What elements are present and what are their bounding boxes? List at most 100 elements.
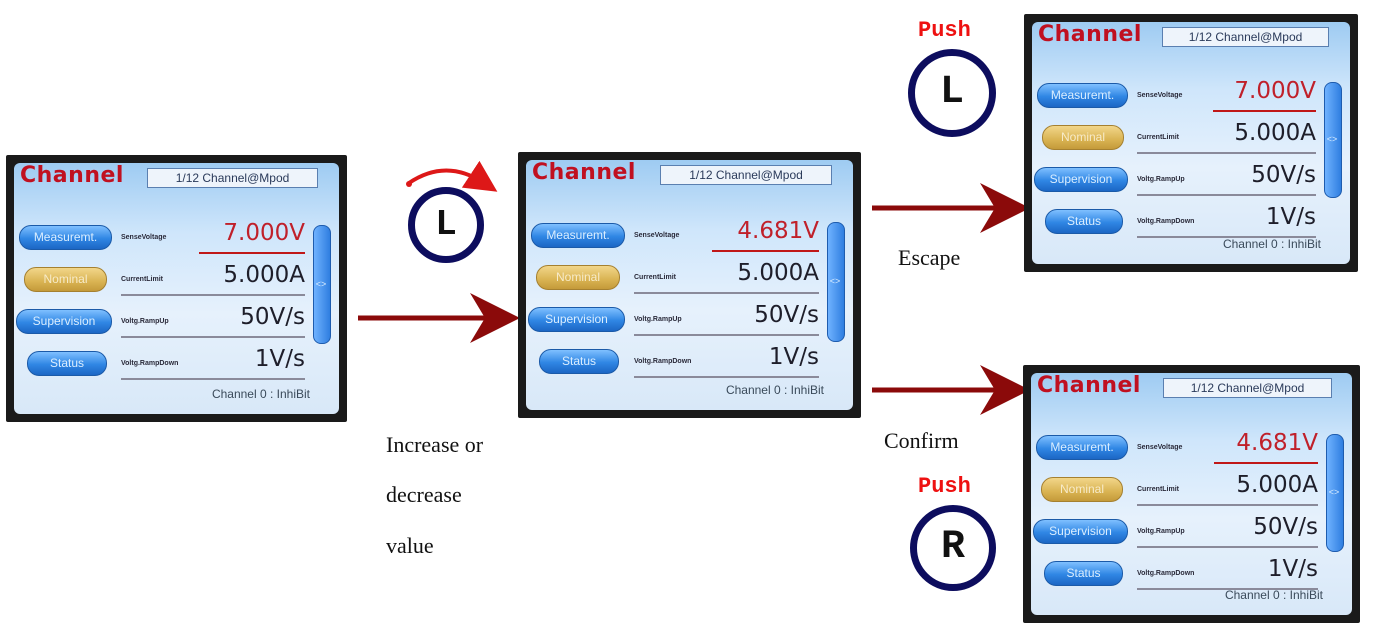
rampup-value: 50V/s [754,302,819,328]
rampdown-label: Voltg.RampDown [634,358,692,365]
rampdown-value: 1V/s [768,344,819,370]
measurement-button[interactable]: Measuremt. [531,223,625,248]
lcd-display: Channel 1/12 Channel@Mpod Measuremt. Sen… [1032,22,1350,264]
nominal-button[interactable]: Nominal [1041,477,1123,502]
current-limit-value: 5.000A [1234,120,1316,146]
channel-indicator: 1/12 Channel@Mpod [1162,27,1329,47]
rampup-label: Voltg.RampUp [1137,176,1185,183]
sense-voltage-label: SenseVoltage [1137,444,1183,451]
current-limit-label: CurrentLimit [634,274,676,281]
rampdown-underline [1137,236,1316,238]
rampup-underline [634,334,819,336]
channel-indicator: 1/12 Channel@Mpod [1163,378,1332,398]
supervision-button[interactable]: Supervision [1034,167,1128,192]
current-limit-underline [121,294,305,296]
status-footer: Channel 0 : InhiBit [211,387,310,401]
scrollbar[interactable]: <> [827,222,845,342]
channel-indicator: 1/12 Channel@Mpod [660,165,832,185]
nominal-button[interactable]: Nominal [1042,125,1124,150]
sense-voltage-underline [199,252,305,254]
scrollbar[interactable]: <> [313,225,331,344]
sense-voltage-label: SenseVoltage [121,234,167,241]
measurement-button[interactable]: Measuremt. [1036,435,1128,460]
current-limit-value: 5.000A [223,262,305,288]
sense-voltage-underline [1214,462,1318,464]
rampdown-label: Voltg.RampDown [121,360,179,367]
sense-voltage-value: 4.681V [1236,430,1318,456]
nominal-button[interactable]: Nominal [24,267,107,292]
current-limit-value: 5.000A [737,260,819,286]
knob-l-rotate-icon: L [408,187,484,263]
rampdown-label: Voltg.RampDown [1137,218,1195,225]
rampup-label: Voltg.RampUp [1137,528,1185,535]
screen-confirm: Channel 1/12 Channel@Mpod Measuremt. Sen… [1023,365,1360,623]
sense-voltage-underline [1213,110,1316,112]
supervision-button[interactable]: Supervision [16,309,112,334]
current-limit-underline [1137,504,1318,506]
label-increase: Increase or [386,432,484,457]
rampup-underline [1137,546,1318,548]
measurement-button[interactable]: Measuremt. [1037,83,1128,108]
label-decrease: decrease [386,482,462,507]
rampup-value: 50V/s [240,304,305,330]
lcd-display: Channel 1/12 Channel@Mpod Measuremt. Sen… [14,163,339,414]
current-limit-label: CurrentLimit [121,276,163,283]
scroll-arrows-icon: <> [1328,487,1340,497]
sense-voltage-label: SenseVoltage [1137,92,1183,99]
supervision-button[interactable]: Supervision [1033,519,1128,544]
rampup-label: Voltg.RampUp [121,318,169,325]
status-button[interactable]: Status [1044,561,1123,586]
nominal-button[interactable]: Nominal [536,265,620,290]
screen-escape: Channel 1/12 Channel@Mpod Measuremt. Sen… [1024,14,1358,272]
rampup-underline [1137,194,1316,196]
sense-voltage-value: 7.000V [1234,78,1316,104]
rampdown-value: 1V/s [1265,204,1316,230]
current-limit-label: CurrentLimit [1137,134,1179,141]
rampup-label: Voltg.RampUp [634,316,682,323]
rampdown-underline [121,378,305,380]
current-limit-label: CurrentLimit [1137,486,1179,493]
rampdown-label: Voltg.RampDown [1137,570,1195,577]
screen-edit: Channel 1/12 Channel@Mpod Measuremt. Sen… [518,152,861,418]
status-button[interactable]: Status [539,349,619,374]
sense-voltage-value: 7.000V [223,220,305,246]
sense-voltage-underline [712,250,819,252]
knob-r-confirm-icon: R [910,505,996,591]
status-footer: Channel 0 : InhiBit [725,383,824,397]
rampdown-underline [634,376,819,378]
scrollbar[interactable]: <> [1326,434,1344,552]
rotate-arrow-icon [407,160,498,192]
rampdown-value: 1V/s [254,346,305,372]
sense-voltage-label: SenseVoltage [634,232,680,239]
screen-title: Channel [532,160,636,185]
rampup-value: 50V/s [1251,162,1316,188]
status-footer: Channel 0 : InhiBit [1222,237,1321,251]
supervision-button[interactable]: Supervision [528,307,625,332]
rampdown-value: 1V/s [1267,556,1318,582]
knob-l-escape-icon: L [908,49,996,137]
push-label-bottom: Push [918,474,971,499]
screen-title: Channel [1038,22,1142,47]
measurement-button[interactable]: Measuremt. [19,225,112,250]
current-limit-underline [634,292,819,294]
push-label-top: Push [918,18,971,43]
current-limit-value: 5.000A [1236,472,1318,498]
channel-indicator: 1/12 Channel@Mpod [147,168,318,188]
screen-title: Channel [20,163,124,188]
scroll-arrows-icon: <> [1326,134,1338,144]
label-value: value [386,533,434,558]
label-escape: Escape [898,245,961,270]
status-button[interactable]: Status [27,351,107,376]
screen-title: Channel [1037,373,1141,398]
rampup-value: 50V/s [1253,514,1318,540]
scroll-arrows-icon: <> [315,278,327,289]
scroll-arrows-icon: <> [829,276,841,286]
status-button[interactable]: Status [1045,209,1123,234]
rampup-underline [121,336,305,338]
scrollbar[interactable]: <> [1324,82,1342,198]
sense-voltage-value: 4.681V [737,218,819,244]
label-confirm: Confirm [884,428,959,453]
lcd-display: Channel 1/12 Channel@Mpod Measuremt. Sen… [526,160,853,410]
rotate-arrow-tail-icon [406,181,412,187]
